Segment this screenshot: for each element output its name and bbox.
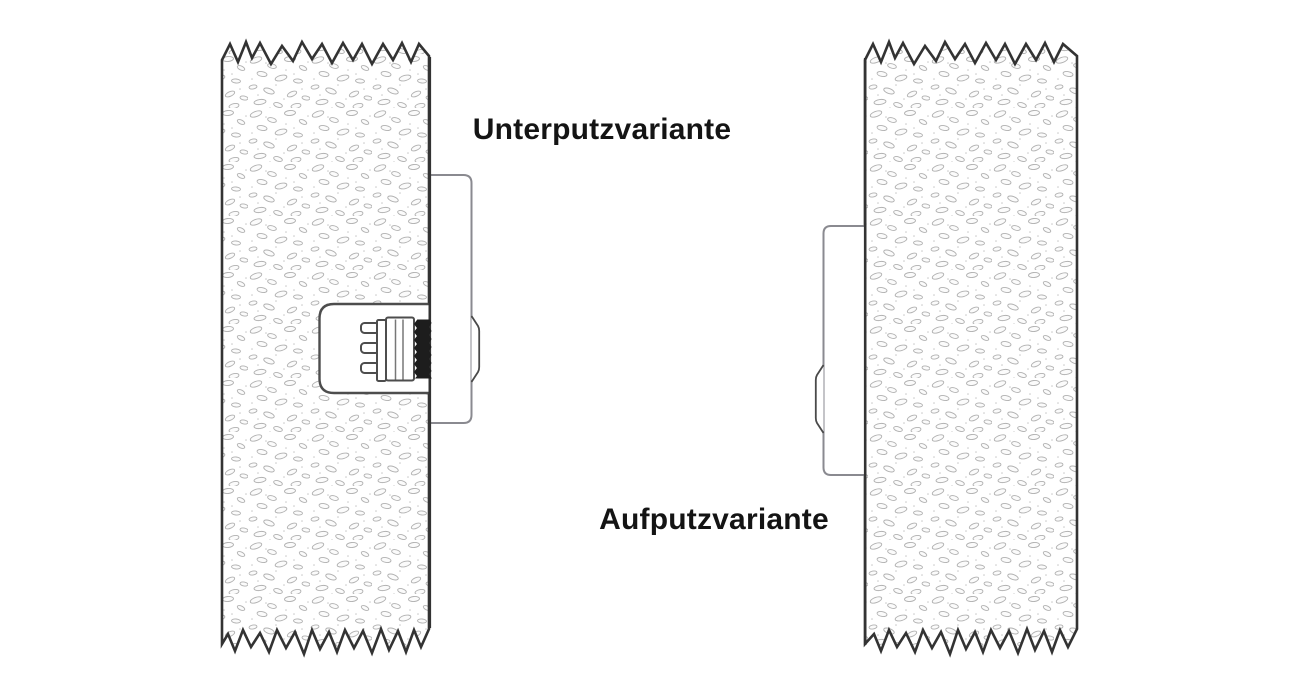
connector-body (385, 316, 415, 382)
faceplate-knob (470, 315, 481, 383)
label-unterputzvariante: Unterputzvariante (472, 113, 732, 146)
surface-mount-diagram (814, 38, 1079, 658)
connector-pins (360, 322, 380, 374)
label-aufputzvariante: Aufputzvariante (599, 503, 829, 536)
connector-plug (360, 316, 432, 382)
flush-mount-diagram (220, 38, 481, 658)
surface-mount-box (822, 225, 866, 476)
flush-faceplate (430, 174, 473, 424)
connector-thread (413, 319, 432, 379)
wall-cross-section-right (863, 38, 1079, 658)
surface-box-knob (814, 364, 825, 434)
connector-pin-plate (376, 319, 387, 382)
